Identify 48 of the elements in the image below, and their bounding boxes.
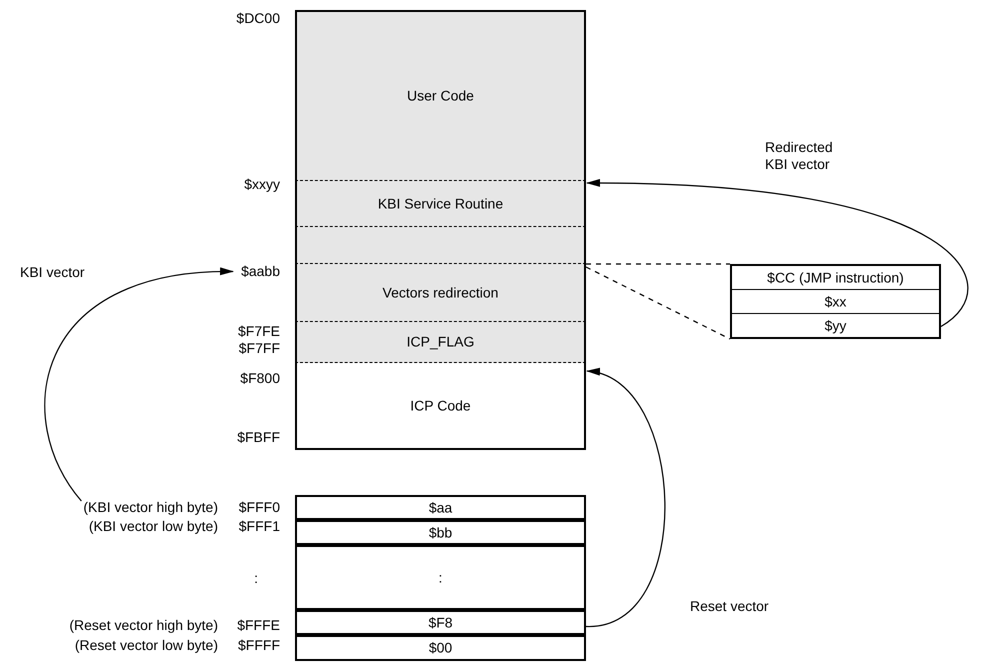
table-row xyxy=(295,545,586,610)
region-label: $bb xyxy=(428,524,452,541)
region-label: ICP_FLAG xyxy=(406,334,476,350)
region-label: : xyxy=(438,569,442,586)
byte-description: (Reset vector high byte) xyxy=(69,617,218,634)
table-row xyxy=(730,314,941,339)
table-row xyxy=(295,520,586,545)
region-label: ICP Code xyxy=(409,397,472,414)
address-label: $xxyy xyxy=(244,176,280,193)
memory-region xyxy=(295,322,586,363)
address-label: $FFF1 xyxy=(238,518,280,535)
address-label: $FFFE xyxy=(237,617,280,634)
address-label: $F7FE xyxy=(238,323,280,340)
byte-description: (KBI vector high byte) xyxy=(83,499,218,516)
region-label: KBI Service Routine xyxy=(376,195,504,212)
table-row xyxy=(295,610,586,635)
region-label: Vectors redirection xyxy=(382,284,500,301)
arrow xyxy=(586,370,666,628)
memory-region xyxy=(295,363,586,450)
byte-description: (Reset vector low byte) xyxy=(74,637,218,654)
table-row xyxy=(295,495,586,520)
table-row xyxy=(730,290,941,314)
address-label: $aabb xyxy=(241,263,280,280)
region-label: $yy xyxy=(824,317,846,334)
dashed-line xyxy=(586,263,730,265)
arrow xyxy=(44,268,234,502)
table-row xyxy=(295,635,586,661)
region-label: $CC (JMP instruction) xyxy=(766,269,905,286)
address-label: $FFFF xyxy=(238,637,280,654)
address-label: $F7FF xyxy=(238,340,280,357)
region-label: User Code xyxy=(406,88,475,104)
region-label: $F8 xyxy=(428,614,453,631)
memory-region xyxy=(295,181,586,227)
dashed-line xyxy=(586,266,730,340)
address-label: : xyxy=(254,570,258,587)
table-row xyxy=(730,264,941,290)
region-label: $00 xyxy=(428,640,452,656)
arrow xyxy=(586,179,968,327)
memory-region xyxy=(295,264,586,322)
memory-region xyxy=(295,10,586,181)
byte-description: (KBI vector low byte) xyxy=(88,518,218,535)
region-label: $aa xyxy=(428,499,452,516)
address-label: $DC00 xyxy=(236,10,280,27)
region-label: $xx xyxy=(824,293,846,310)
memory-region xyxy=(295,227,586,264)
address-label: $FFF0 xyxy=(238,499,280,516)
address-label: $F800 xyxy=(240,370,280,387)
address-label: $FBFF xyxy=(237,429,280,446)
